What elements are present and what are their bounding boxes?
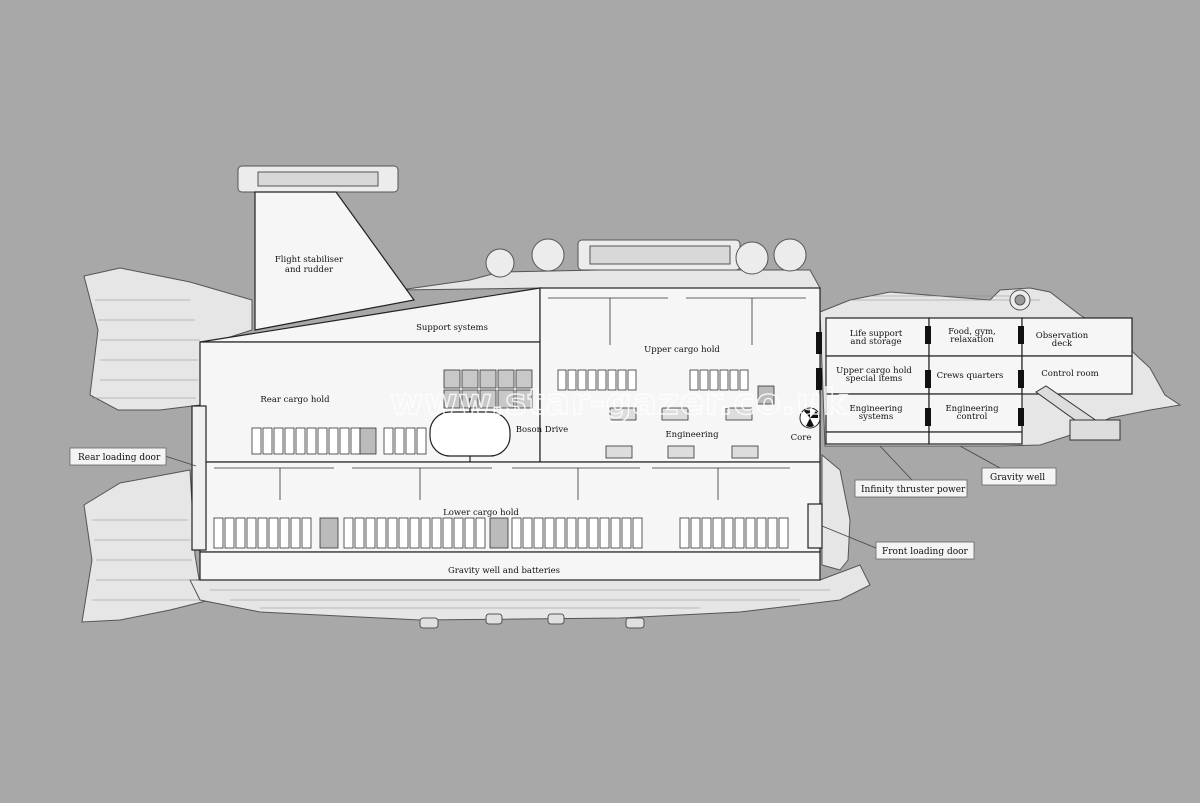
callouts: Rear loading door Infinity thruster powe… bbox=[69, 445, 1057, 560]
label-gravity-well-batteries: Gravity well and batteries bbox=[448, 566, 560, 576]
food-gym-room bbox=[928, 317, 1023, 357]
label-boson-drive: Boson Drive bbox=[516, 425, 568, 435]
label-upper-cargo-hold: Upper cargo hold bbox=[644, 345, 720, 355]
label-crews-quarters: Crews quarters bbox=[937, 371, 1004, 381]
overhead-rails bbox=[214, 297, 806, 500]
label-support-systems: Support systems bbox=[416, 323, 488, 333]
flight-stabiliser-fin bbox=[254, 191, 416, 331]
gravity-well-batteries-room bbox=[199, 551, 821, 581]
svg-text:Gravity well: Gravity well bbox=[990, 473, 1045, 483]
front-jaw bbox=[821, 453, 851, 571]
svg-text:Front loading door: Front loading door bbox=[882, 547, 969, 557]
lower-cargo-crates bbox=[213, 517, 789, 549]
label-control-room: Control room bbox=[1041, 369, 1098, 379]
svg-text:Infinity thruster power: Infinity thruster power bbox=[861, 485, 966, 495]
label-engineering: Engineering bbox=[665, 430, 719, 440]
upper-cargo-special-room bbox=[825, 355, 930, 395]
access-ramp bbox=[1035, 385, 1121, 441]
nose-doors bbox=[816, 326, 1024, 426]
landing-skids bbox=[419, 613, 645, 629]
top-turrets bbox=[237, 165, 1031, 311]
crews-quarters-room bbox=[928, 355, 1023, 395]
turret-pod-4 bbox=[773, 238, 807, 272]
rear-cargo-crates bbox=[251, 427, 427, 455]
watermark-text: www.star-gazer.co.uk bbox=[390, 382, 848, 423]
gravity-well-bay bbox=[928, 431, 1023, 445]
belly-hull bbox=[189, 564, 871, 621]
radiation-icon bbox=[804, 408, 819, 427]
reactor-core bbox=[799, 407, 821, 429]
label-food-gym: Food, gym,relaxation bbox=[948, 327, 996, 345]
upper-cargo-hold-room bbox=[539, 287, 821, 463]
callout-gravity-well: Gravity well bbox=[959, 445, 1057, 486]
engine-hatching bbox=[92, 295, 1040, 609]
callout-rear-loading-door: Rear loading door bbox=[69, 447, 197, 467]
svg-text:Rear loading door: Rear loading door bbox=[78, 453, 161, 463]
label-core: Core bbox=[791, 433, 812, 443]
boson-crate-stack bbox=[443, 369, 533, 409]
turret-pod-1 bbox=[485, 248, 515, 278]
label-rear-cargo-hold: Rear cargo hold bbox=[260, 395, 330, 405]
observation-deck-room bbox=[1021, 317, 1133, 357]
turret-pod-3 bbox=[735, 241, 769, 275]
callout-infinity-thruster-power: Infinity thruster power bbox=[854, 445, 968, 498]
boson-drive bbox=[429, 398, 511, 462]
life-support-room bbox=[825, 317, 930, 357]
rear-loading-door bbox=[191, 405, 207, 551]
rear-lower-engine bbox=[81, 469, 211, 623]
turret-pod-2 bbox=[531, 238, 565, 272]
engineering-machinery bbox=[605, 385, 775, 459]
label-lower-cargo-hold: Lower cargo hold bbox=[443, 508, 519, 518]
upper-cargo-crates bbox=[557, 369, 749, 391]
infinity-thruster-bay bbox=[825, 431, 930, 445]
callout-front-loading-door: Front loading door bbox=[821, 525, 975, 560]
front-loading-door bbox=[807, 503, 823, 549]
control-room bbox=[1021, 355, 1133, 395]
